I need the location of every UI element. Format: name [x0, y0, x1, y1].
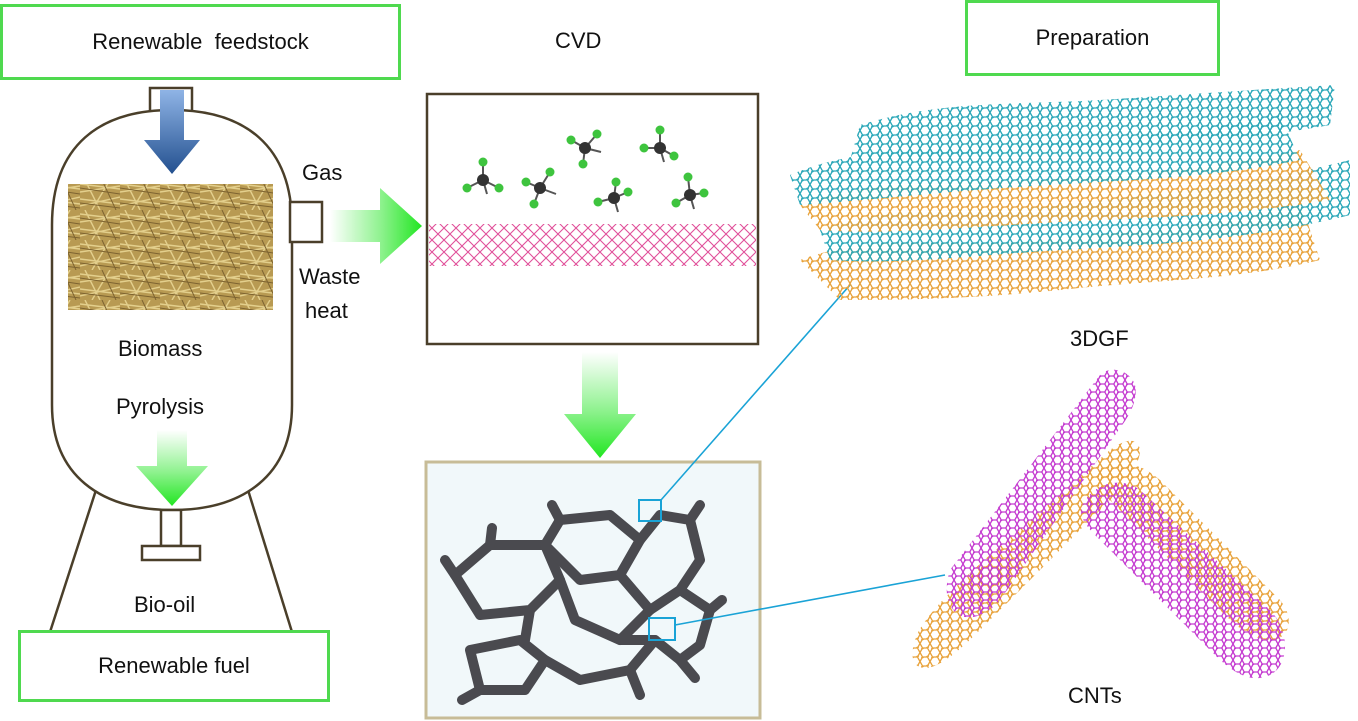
pyrolysis-label: Pyrolysis [116, 394, 205, 419]
graphene-layers [790, 85, 1350, 300]
substrate-mesh [429, 224, 756, 266]
zoom-box-graphene [638, 499, 662, 522]
preparation-box: Preparation [965, 0, 1220, 76]
cvd-chamber [425, 92, 760, 346]
pointer-line-nanotube [674, 574, 946, 626]
gas-label: Gas [302, 160, 343, 185]
pyrolysis-arrow [136, 430, 208, 506]
biomass-image [68, 184, 273, 310]
zoom-box-nanotube [648, 617, 676, 641]
waste-heat-label-line1: Waste [299, 264, 361, 289]
methyl-molecules [462, 125, 709, 213]
renewable-fuel-label: Renewable fuel [98, 653, 250, 678]
nanotubes-label: CNTs [1068, 683, 1122, 708]
pointer-line-graphene [660, 284, 851, 501]
renewable-fuel-box: Renewable fuel [18, 630, 330, 702]
bio-oil-label: Bio-oil [134, 592, 196, 617]
carbon-foam [440, 500, 727, 705]
cvd-label: CVD [555, 28, 602, 53]
biomass-label: Biomass [118, 336, 203, 361]
nanotubes [912, 369, 1289, 679]
graphene-foam-label: 3DGF [1070, 326, 1129, 351]
gas-arrow [330, 188, 422, 264]
preparation-label: Preparation [1035, 25, 1150, 50]
cvd-arrow [564, 352, 636, 458]
feed-arrow [144, 90, 200, 174]
waste-heat-label-line2: heat [305, 298, 348, 323]
feedstock-label: Renewable feedstock [92, 29, 309, 54]
feedstock-box: Renewable feedstock [0, 4, 401, 80]
